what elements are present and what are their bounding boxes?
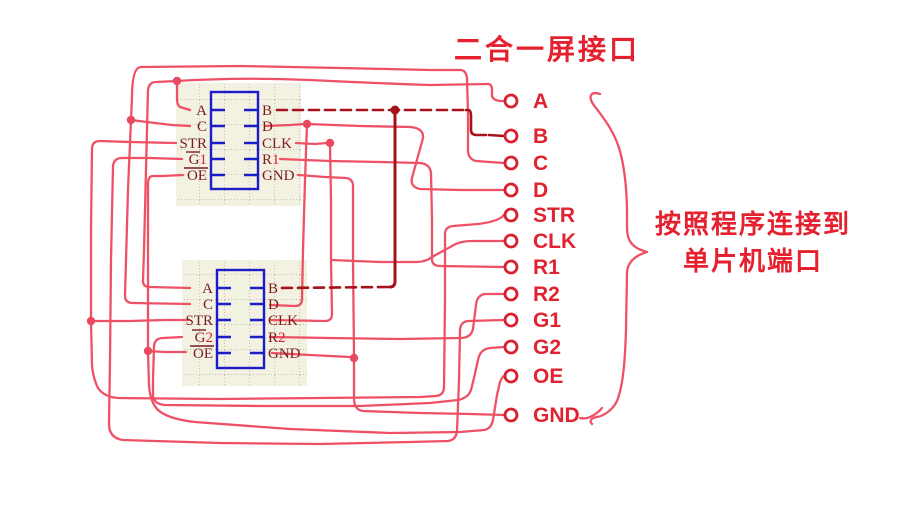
junction-dot-gnd bbox=[349, 353, 359, 363]
ic1-body bbox=[209, 90, 260, 191]
connector-pin-g1-circle bbox=[503, 312, 519, 328]
wire-net-oe bbox=[146, 173, 506, 435]
connector-pin-g1-label: G1 bbox=[533, 309, 561, 332]
connector-pin-r2-circle bbox=[503, 286, 519, 302]
wire-net-c bbox=[123, 64, 506, 306]
connector-pins: A B C D STR CLK R1 R2 G1 G2 OE GND bbox=[503, 90, 580, 427]
connector-title: 二合一屏接口 bbox=[454, 33, 640, 65]
ic2-pin-clk: CLK bbox=[268, 313, 298, 329]
connector-pin-c-circle bbox=[503, 155, 519, 171]
connector-pin-oe-label: OE bbox=[533, 365, 563, 388]
ic2-pin-stubs bbox=[217, 286, 264, 355]
wire-net-g2 bbox=[151, 335, 506, 408]
ic1-pin-g1: G1 bbox=[189, 152, 207, 168]
grid-patch-ic1 bbox=[176, 83, 301, 206]
connector-pin-str-label: STR bbox=[533, 204, 575, 227]
wire-net-a bbox=[141, 77, 506, 290]
ic2-pin-str: STR bbox=[185, 313, 213, 329]
junction-dot-b bbox=[390, 105, 400, 115]
junction-dot-str bbox=[86, 316, 96, 326]
connector-pin-clk-circle bbox=[503, 233, 519, 249]
connector-pin-r1-label: R1 bbox=[533, 256, 560, 279]
side-note-line1: 按照程序连接到 bbox=[655, 209, 851, 239]
brace-tail bbox=[578, 406, 604, 420]
junction-dot-a bbox=[172, 76, 182, 86]
connector-pin-b-label: B bbox=[533, 125, 548, 148]
wire-net-gnd bbox=[270, 173, 506, 417]
brace-annotation: 按照程序连接到 单片机端口 bbox=[578, 92, 851, 426]
ic1-symbol: A C STR G1 OE B D CLK R1 GND bbox=[179, 90, 295, 191]
ic1-pin-c: C bbox=[197, 119, 207, 135]
connector-pin-c-label: C bbox=[533, 152, 548, 175]
ic1-pin-str: STR bbox=[179, 136, 207, 152]
junction-dot-d bbox=[302, 119, 312, 129]
ic1-pin-clk: CLK bbox=[262, 136, 292, 152]
curly-brace bbox=[589, 92, 649, 426]
wire-net-r1 bbox=[278, 157, 506, 269]
connector-pin-b-circle bbox=[503, 128, 519, 144]
wire-net-b bbox=[275, 105, 506, 290]
ic2-symbol: A C STR G2 OE B D CLK R2 GND bbox=[185, 268, 301, 370]
ic2-pin-a: A bbox=[202, 281, 213, 297]
ic2-pin-gnd: GND bbox=[268, 346, 301, 362]
ic1-pin-stubs bbox=[211, 108, 258, 177]
ic1-pin-a: A bbox=[196, 103, 207, 119]
connector-pin-a-label: A bbox=[533, 90, 548, 113]
connector-pin-str-circle bbox=[503, 207, 519, 223]
side-note-line2: 单片机端口 bbox=[683, 246, 823, 276]
grid-patch-ic2 bbox=[182, 260, 307, 386]
junction-dots bbox=[86, 76, 359, 363]
ic1-pin-d: D bbox=[262, 119, 273, 135]
ic2-pin-g2: G2 bbox=[195, 330, 213, 346]
ic1-pin-labels: A C STR G1 OE B D CLK R1 GND bbox=[179, 103, 294, 184]
junction-dot-oe bbox=[143, 346, 153, 356]
connector-pin-g2-label: G2 bbox=[533, 336, 561, 359]
connector-pin-clk-label: CLK bbox=[533, 230, 576, 253]
ic1-pin-gnd: GND bbox=[262, 168, 295, 184]
ic1-pin-oe: OE bbox=[187, 168, 207, 184]
ic1-pin-b: B bbox=[262, 103, 272, 119]
connector-pin-d-label: D bbox=[533, 179, 548, 202]
connector-pin-gnd-label: GND bbox=[533, 404, 580, 427]
ic2-pin-b: B bbox=[268, 281, 278, 297]
connector-pin-gnd-circle bbox=[503, 407, 519, 423]
connector-pin-r1-circle bbox=[503, 259, 519, 275]
connector-pin-a-circle bbox=[503, 93, 519, 109]
junction-dot-c bbox=[126, 115, 136, 125]
junction-dot-clk bbox=[325, 138, 335, 148]
connector-pin-d-circle bbox=[503, 182, 519, 198]
ic2-pin-labels: A C STR G2 OE B D CLK R2 GND bbox=[185, 281, 300, 362]
connector-pin-oe-circle bbox=[503, 368, 519, 384]
ic2-pin-oe: OE bbox=[193, 346, 213, 362]
ic2-pin-r2: R2 bbox=[268, 330, 286, 346]
ic2-pin-c: C bbox=[203, 297, 213, 313]
ic2-pin-d: D bbox=[268, 297, 279, 313]
ic1-pin-r1: R1 bbox=[262, 152, 280, 168]
wire-net-d bbox=[264, 122, 506, 308]
connector-pin-g2-circle bbox=[503, 339, 519, 355]
wire-net-g1 bbox=[107, 156, 506, 446]
connector-pin-r2-label: R2 bbox=[533, 283, 560, 306]
